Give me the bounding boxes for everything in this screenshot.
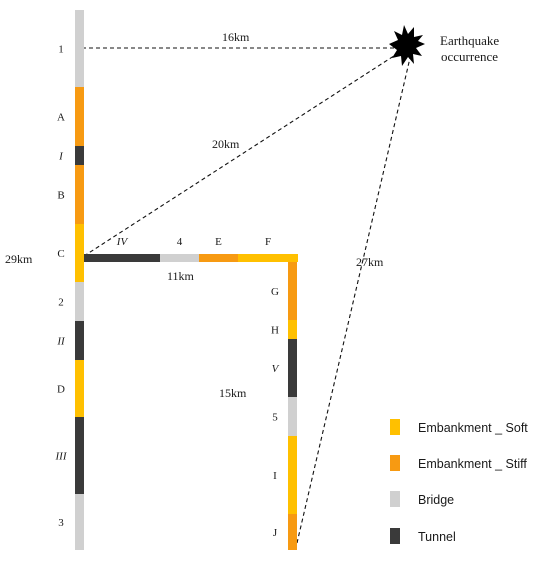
main-segment-3 [75, 494, 84, 550]
main-label-2: 2 [58, 297, 64, 309]
legend-swatch-bridge [390, 491, 400, 507]
main-label-ii: II [56, 336, 66, 348]
epicenter-star-icon [389, 25, 425, 66]
main-segment-b [75, 165, 84, 224]
line-to-station-c [83, 51, 401, 257]
main-label-d: D [57, 384, 65, 396]
distance-16km: 16km [222, 30, 250, 44]
distance-27km: 27km [356, 255, 384, 269]
epicenter-label-line1: Earthquake [440, 33, 499, 48]
legend-label-bridge: Bridge [418, 493, 454, 507]
main-label-3: 3 [58, 517, 64, 529]
main-segment-c [75, 224, 84, 282]
epicenter-label-line2: occurrence [441, 49, 498, 64]
branch-h-label-e: E [215, 236, 222, 248]
branch-v-segment-5 [288, 397, 297, 436]
main-segment-a [75, 87, 84, 146]
main-label-b: B [57, 190, 64, 202]
branch-h-label-4: 4 [177, 236, 183, 248]
distance-20km: 20km [212, 137, 240, 151]
legend-swatch-embankment-stiff [390, 455, 400, 471]
branch-h-segment-4 [160, 254, 199, 262]
branch-v-segment-h [288, 320, 297, 339]
branch-v-label-i: I [273, 470, 277, 482]
branch-v-segment-j [288, 514, 297, 550]
branch-v-label-g: G [271, 286, 279, 298]
legend-label-tunnel: Tunnel [418, 530, 456, 544]
branch-h-label-f: F [265, 236, 271, 248]
distance-29km: 29km [5, 252, 33, 266]
main-label-a: A [57, 112, 65, 124]
legend-label-embankment-soft: Embankment _ Soft [418, 421, 528, 435]
branch-v-segment-g [288, 262, 297, 320]
branch-v-label-j: J [273, 527, 278, 539]
track-segments [75, 10, 298, 550]
legend-swatch-tunnel [390, 528, 400, 544]
main-label-c: C [57, 248, 64, 260]
legend: Embankment _ Soft Embankment _ Stiff Bri… [390, 419, 528, 544]
main-label-i: I [58, 151, 64, 163]
main-segment-1 [75, 10, 84, 87]
branch-v-segment-v [288, 339, 297, 397]
main-segment-d [75, 360, 84, 417]
branch-v-label-5: 5 [272, 412, 278, 424]
main-segment-i [75, 146, 84, 165]
legend-label-embankment-stiff: Embankment _ Stiff [418, 457, 527, 471]
branch-v-segment-i [288, 436, 297, 514]
distance-15km: 15km [219, 386, 247, 400]
legend-swatch-embankment-soft [390, 419, 400, 435]
main-segment-ii [75, 321, 84, 360]
main-segment-2 [75, 282, 84, 321]
branch-h-label-iv: IV [116, 236, 129, 248]
branch-h-segment-iv [84, 254, 160, 262]
branch-h-segment-f [238, 254, 298, 262]
line-to-station-j [296, 57, 411, 544]
branch-h-segment-e [199, 254, 238, 262]
distance-11km: 11km [167, 269, 195, 283]
main-segment-iii [75, 417, 84, 494]
main-label-1: 1 [58, 44, 64, 56]
branch-v-label-h: H [271, 325, 279, 337]
branch-v-label-v: V [272, 363, 280, 375]
main-label-iii: III [55, 451, 68, 463]
